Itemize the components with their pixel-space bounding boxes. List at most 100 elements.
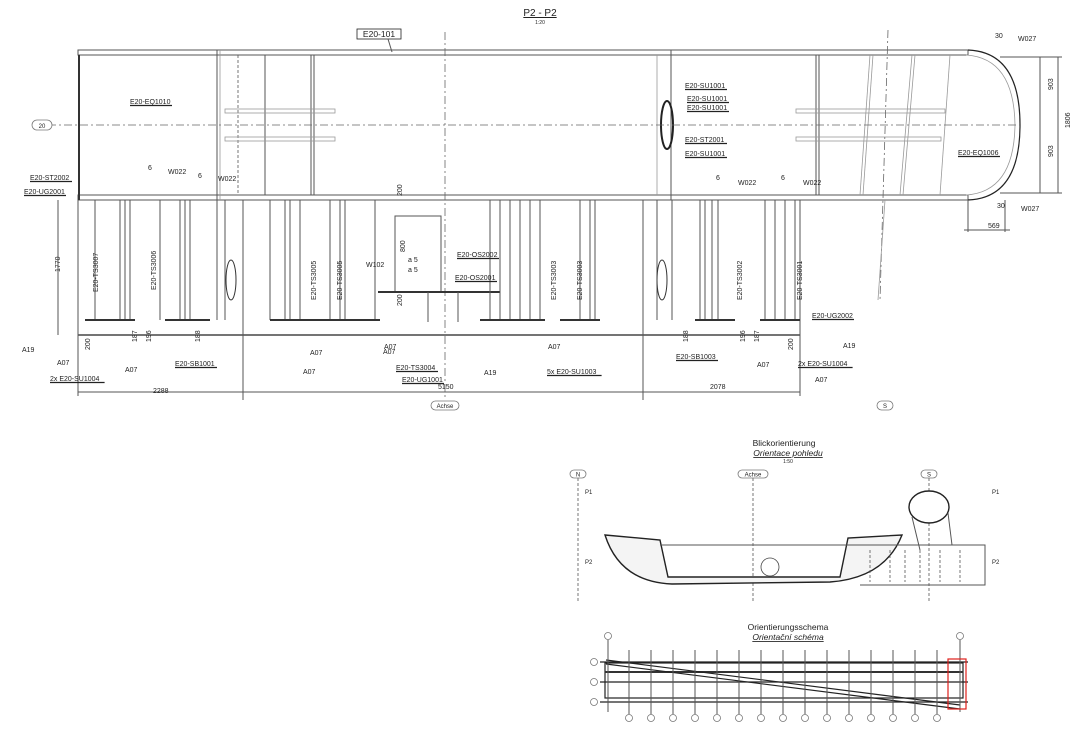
schema-grid-bubble [713,714,721,722]
part-label: E20-TS3003 [551,261,558,300]
schema-grid-bubble [801,714,809,722]
weld-symbol-label: A07 [310,350,323,357]
part-label: E20-UG1001 [402,377,443,384]
dimension-label: 2078 [710,384,726,391]
achse-bubble: Achse [430,400,460,411]
dimension-label: 5150 [438,384,454,391]
dimension-label: 569 [988,223,1000,230]
view-orientation-subtitle: Orientace pohledu [753,448,823,458]
part-label: E20-OS2002 [457,252,498,259]
dimension-label: 188 [683,330,690,342]
vessel-3d-view [604,490,986,586]
schema-grid-bubble [735,714,743,722]
section-marker-p2-right: P2 [992,560,1000,566]
weld-symbol-label: A07 [548,344,561,351]
dimension-label: 196 [146,330,153,342]
part-label: E20-ST2002 [30,175,69,182]
schema-grid-bubble [757,714,765,722]
assembly-tag: E20-101 [356,28,402,53]
weld-symbol-label: A07 [815,377,828,384]
weld-symbol-label: A07 [384,344,397,351]
part-label: E20-SU1001 [685,83,725,90]
weld-symbol-label: A19 [22,347,35,354]
part-label: E20-OS2001 [455,275,496,282]
weld-symbol-label: W027 [1021,206,1039,213]
dimension-label: 6 [148,165,152,172]
schema-grid-bubble [779,714,787,722]
part-label: E20-TS3007 [93,253,100,292]
schema-subtitle: Orientační schéma [752,632,824,642]
part-label: 5x E20-SU1003 [547,369,597,376]
schema-grid-bubble [845,714,853,722]
south-bubble-small: S [920,469,938,479]
weld-symbol-label: W022 [803,180,821,187]
dimension-label: 200 [397,294,404,306]
schema-title: Orientierungsschema [748,622,829,632]
part-label: a 5 [408,267,418,274]
dimension-label: 1806 [1065,112,1072,128]
schema-grid-bubble [823,714,831,722]
schema-grid-bubble [867,714,875,722]
part-label: E20-EQ1010 [130,99,171,106]
section-scale: 1:20 [535,20,545,26]
part-label: E20-ST2001 [685,137,724,144]
weld-symbol-label: A19 [484,370,497,377]
svg-text:E20-101: E20-101 [363,29,395,39]
dimension-label: 187 [754,330,761,342]
part-label: E20-TS3002 [737,261,744,300]
svg-text:Achse: Achse [745,473,762,479]
dimension-label: 187 [132,330,139,342]
north-bubble: N [569,469,587,479]
part-label: E20-TS3005 [337,261,344,300]
schema-grid-bubble [647,714,655,722]
part-label: E20-TS3004 [396,365,435,372]
part-label: E20-SU1001 [685,151,725,158]
orientation-schema: Orientierungsschema Orientační schéma [590,622,968,722]
part-label: 2x E20-SU1004 [50,376,100,383]
achse-bubble-small: Achse [737,469,769,479]
dimension-label: 903 [1048,78,1055,90]
schema-grid-bubble [933,714,941,722]
schema-grid-bubble [669,714,677,722]
dimension-label: 6 [781,175,785,182]
schema-grid-bubble [889,714,897,722]
south-bubble: S [876,400,894,411]
weld-symbol-label: A07 [757,362,770,369]
part-label: E20-SU1001 [687,96,727,103]
dimension-label: 188 [195,330,202,342]
dimension-label: 200 [788,338,795,350]
part-label: 2x E20-SU1004 [798,361,848,368]
upper-hull-section [48,29,1021,400]
schema-grid-bubble [625,714,633,722]
lower-hull-section [57,200,801,400]
part-label: E20-EQ1006 [958,150,999,157]
section-title: P2 - P2 [523,8,557,19]
weld-symbol-label: W027 [1018,36,1036,43]
svg-text:20: 20 [39,124,46,130]
part-label: E20-TS3003 [577,261,584,300]
svg-text:S: S [883,404,887,410]
dimension-label: 903 [1048,145,1055,157]
weld-symbol-label: A07 [57,360,70,367]
dimension-label: 30 [995,33,1003,40]
weld-symbol-label: W102 [366,262,384,269]
frame-bubble-20: 20 [31,119,53,131]
part-label: E20-SU1001 [687,105,727,112]
schema-grid-bubble [691,714,699,722]
dimension-label: 200 [85,338,92,350]
weld-symbol-label: W022 [168,169,186,176]
part-label: E20-UG2001 [24,189,65,196]
part-label: E20-SB1001 [175,361,215,368]
part-label: E20-TS3001 [797,261,804,300]
view-orientation: Blickorientierung Orientace pohledu 1:50… [569,438,1000,602]
part-label: E20-UG2002 [812,313,853,320]
dimension-label: 6 [198,173,202,180]
view-orientation-scale: 1:50 [783,459,793,465]
weld-symbol-label: A19 [843,343,856,350]
dimension-label: 200 [397,184,404,196]
dimension-label: 196 [740,330,747,342]
view-orientation-title: Blickorientierung [753,438,816,448]
svg-text:N: N [576,473,580,479]
